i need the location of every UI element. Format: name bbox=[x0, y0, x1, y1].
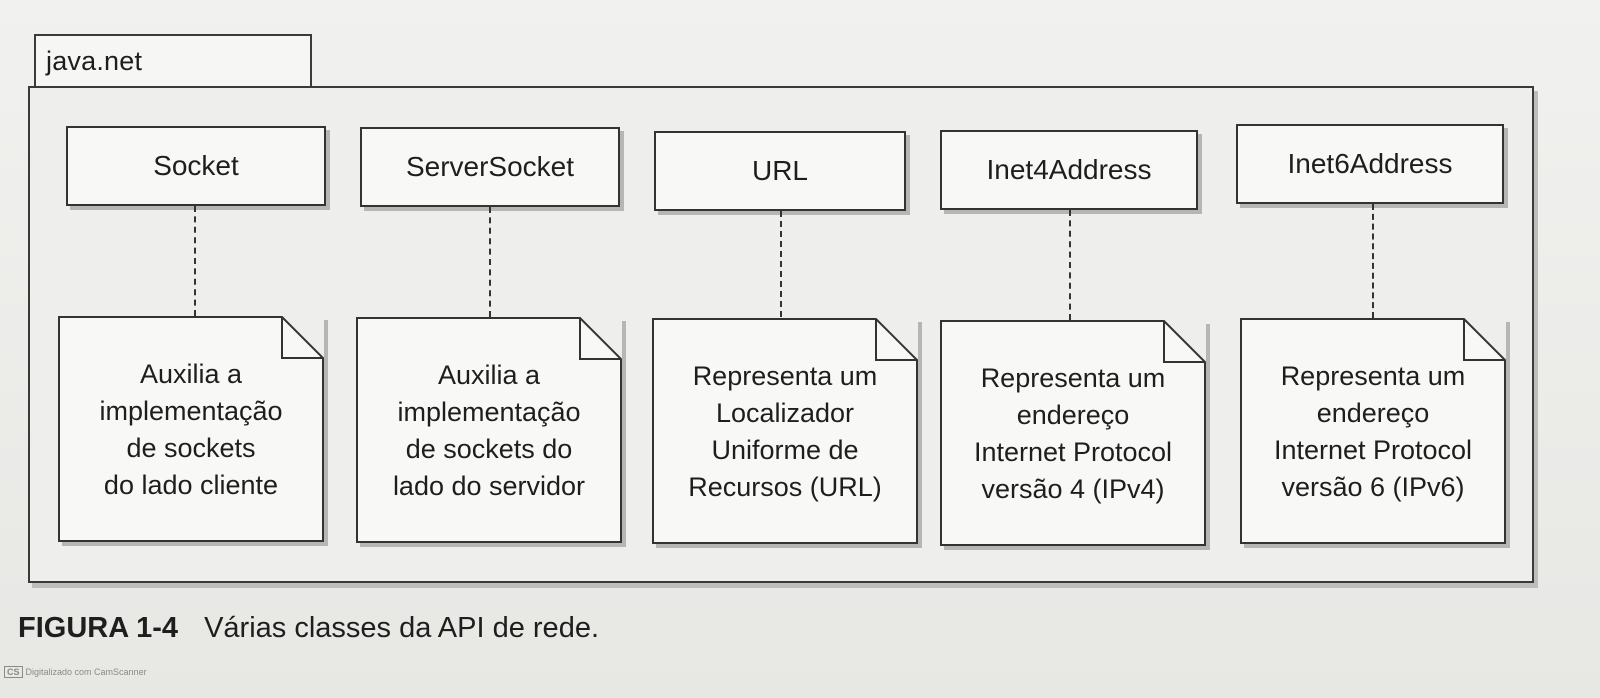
figure-caption: FIGURA 1-4 Várias classes da API de rede. bbox=[18, 612, 599, 645]
note-shape bbox=[1240, 318, 1506, 544]
note-text: Representa um Localizador Uniforme de Re… bbox=[688, 361, 882, 502]
note-serversocket: Auxilia a implementação de sockets do la… bbox=[356, 317, 622, 543]
note-text: Auxilia a implementação de sockets do la… bbox=[99, 359, 283, 500]
caption-label: FIGURA 1-4 bbox=[18, 612, 179, 644]
note-shape bbox=[356, 317, 622, 543]
note-inet6address: Representa um endereço Internet Protocol… bbox=[1240, 318, 1506, 544]
note-text: Representa um endereço Internet Protocol… bbox=[1273, 361, 1473, 502]
class-box-inet4address: Inet4Address bbox=[940, 130, 1198, 210]
dashed-connector bbox=[780, 211, 782, 317]
class-box-url: URL bbox=[654, 131, 906, 211]
dashed-connector bbox=[489, 207, 491, 317]
dashed-connector bbox=[194, 206, 196, 316]
note-url: Representa um Localizador Uniforme de Re… bbox=[652, 318, 918, 544]
note-text: Representa um endereço Internet Protocol… bbox=[973, 363, 1173, 504]
note-text: Auxilia a implementação de sockets do la… bbox=[392, 360, 586, 501]
package-tab: java.net bbox=[34, 34, 312, 88]
package-name: java.net bbox=[46, 46, 143, 76]
note-shape bbox=[652, 318, 918, 544]
class-box-inet6address: Inet6Address bbox=[1236, 124, 1504, 204]
scanner-logo: CS bbox=[4, 666, 23, 678]
dashed-connector bbox=[1372, 204, 1374, 318]
dashed-connector bbox=[1069, 210, 1071, 320]
class-name: URL bbox=[751, 155, 808, 186]
class-name: Inet6Address bbox=[1287, 148, 1453, 179]
note-shape bbox=[940, 320, 1206, 546]
note-inet4address: Representa um endereço Internet Protocol… bbox=[940, 320, 1206, 546]
note-shape bbox=[58, 316, 324, 542]
class-name: ServerSocket bbox=[405, 151, 575, 182]
class-box-serversocket: ServerSocket bbox=[360, 127, 620, 207]
caption-text: Várias classes da API de rede. bbox=[204, 612, 600, 644]
scanner-text: Digitalizado com CamScanner bbox=[25, 667, 147, 677]
class-box-socket: Socket bbox=[66, 126, 326, 206]
class-name: Inet4Address bbox=[986, 154, 1152, 185]
note-socket: Auxilia a implementação de sockets do la… bbox=[58, 316, 324, 542]
class-name: Socket bbox=[153, 150, 239, 181]
